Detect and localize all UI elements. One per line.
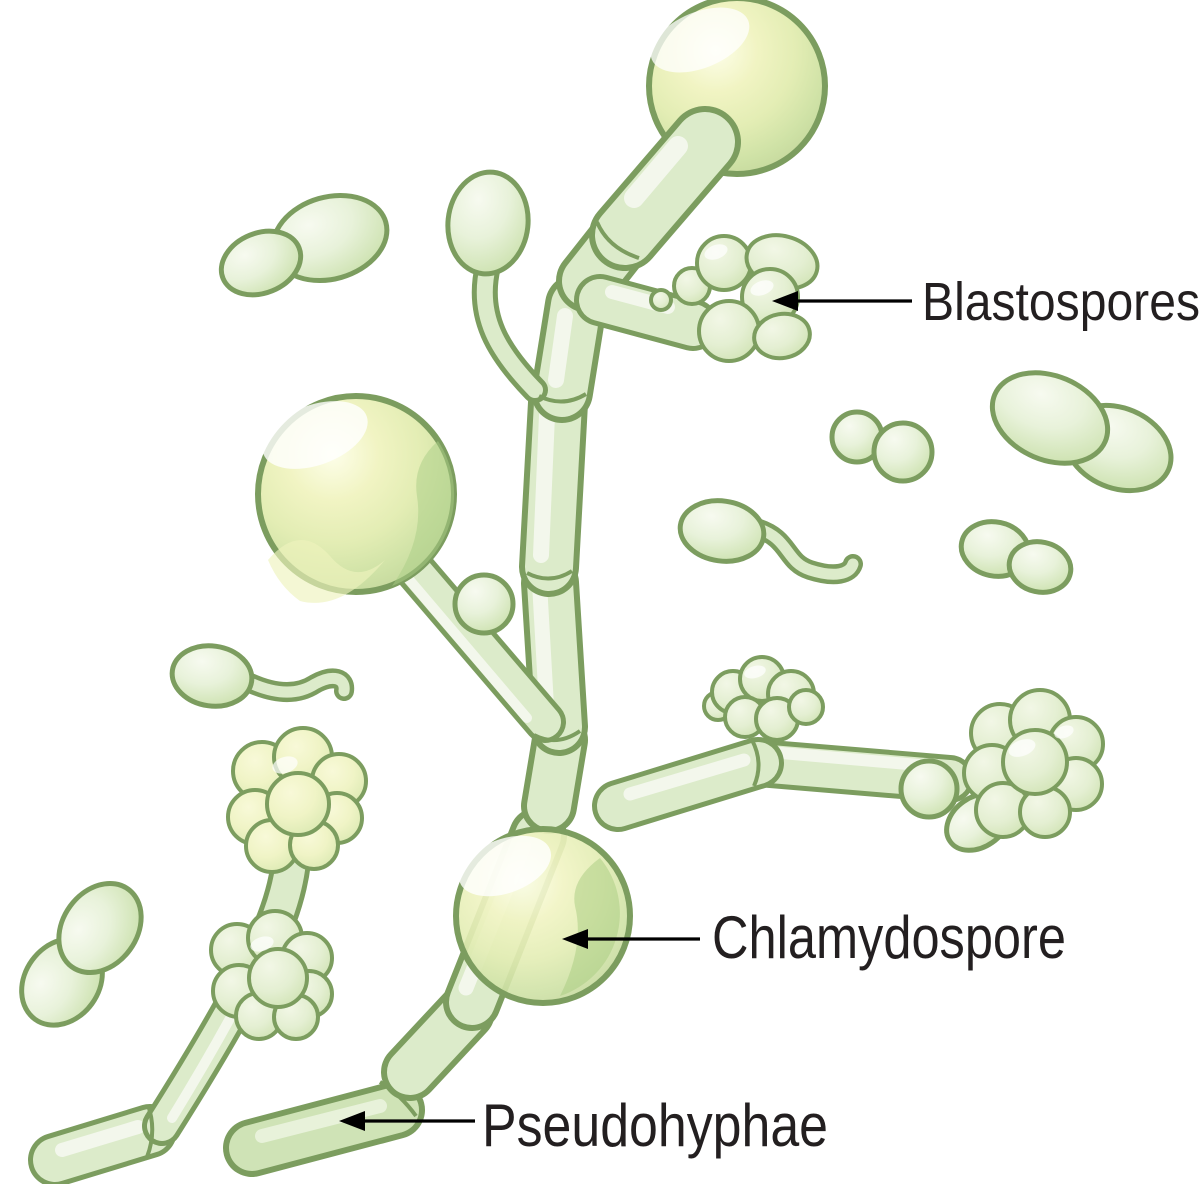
yeast-capsule-right (989, 370, 1174, 494)
yeast-pair-right-lower (958, 519, 1074, 595)
blastospores-arrow-head (772, 291, 798, 311)
chlamydospore-arrow-head (562, 929, 588, 949)
budding-cell-top-stalk (445, 169, 531, 277)
blastospore-cluster-right-branch (702, 655, 825, 742)
annotation-pseudohyphae: Pseudohyphae (339, 1092, 828, 1159)
chlamydospore-sphere (453, 826, 633, 1006)
yeast-capsule-left-bottom (19, 880, 144, 1028)
annotation-chlamydospore: Chlamydospore (562, 904, 1066, 971)
annotation-blastospores: Blastospores (772, 272, 1200, 332)
chlamydospore-label: Chlamydospore (712, 904, 1066, 971)
yeast-pair-right-small (829, 409, 935, 484)
germ-tube-cell-left (169, 643, 355, 709)
spore-left-large (255, 393, 457, 603)
grape-cluster-right-end (898, 688, 1105, 853)
blastospores-label: Blastospores (922, 272, 1200, 332)
pseudohyphae-network (28, 106, 974, 1184)
germ-tube-cell-right (677, 498, 863, 585)
pseudohyphae-label: Pseudohyphae (482, 1092, 828, 1159)
bud-on-stem (452, 572, 516, 636)
blastospore-cluster-top (649, 233, 820, 363)
grape-cluster-left-middle (209, 909, 334, 1041)
pseudohyphae-arrow-head (339, 1111, 365, 1131)
yeast-pair-top-left (218, 192, 390, 298)
grape-cluster-left-top (226, 726, 368, 874)
